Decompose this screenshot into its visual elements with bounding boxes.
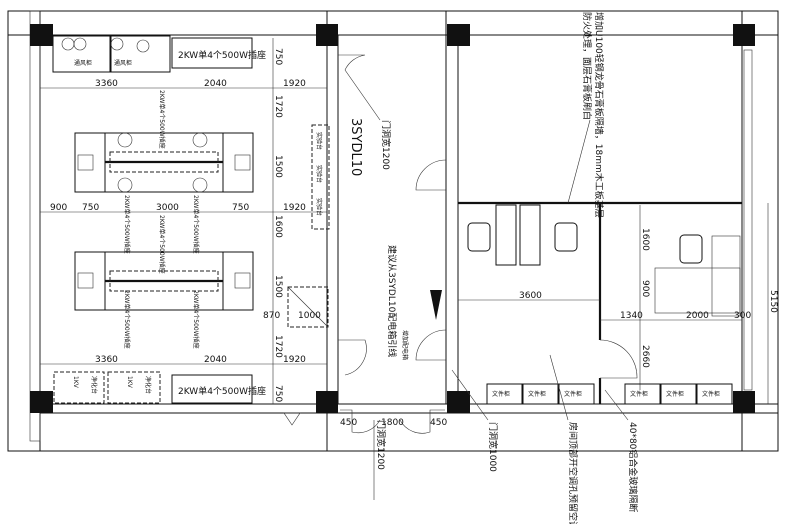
door-width-label: 门洞宽1200 (380, 120, 392, 170)
dim-label: 1920 (283, 203, 306, 213)
clean-benches: 净化台 净化台 1KV 1KV (53, 371, 161, 404)
dim-label: 750 (82, 203, 99, 213)
fume-hood-label: 通风柜 (74, 59, 92, 67)
clean-bench-power: 1KV (72, 376, 79, 389)
dim-label: 1720 (273, 95, 283, 118)
socket-label: 2KW单4个500W插座 (123, 290, 131, 349)
socket-label: 2KW单4个500W插座 (192, 290, 200, 349)
dim-label: 1500 (273, 275, 283, 298)
right-rooms (458, 201, 742, 404)
dim-label: 5150 (768, 290, 778, 313)
dim-label: 1920 (283, 79, 306, 89)
clean-bench-label: 净化台 (144, 376, 152, 394)
dim-label: 1720 (273, 335, 283, 358)
socket-label: 2KW单4个500W插座 (178, 49, 266, 61)
dim-label: 450 (430, 418, 447, 428)
panel-note: 建议从3SYDL10配电箱引线 (386, 245, 398, 357)
lab-bench-label: 实验台 (315, 198, 323, 216)
dim-label: 750 (232, 203, 249, 213)
socket-label: 2KW单4个500W插座 (158, 215, 166, 274)
dim-label: 900 (50, 203, 67, 213)
wall-note: 增加U100轻钢龙骨石膏板隔墙，18mm木工板基层 (593, 12, 605, 218)
dim-label: 1500 (273, 155, 283, 178)
wall-note: 防火处理，面层石膏板刷白 (581, 12, 593, 120)
lab-bench-label: 实验台 (315, 165, 323, 183)
door-width-label: 门洞宽1000 (487, 422, 499, 472)
dim-label: 3360 (95, 79, 118, 89)
dim-label: 450 (340, 418, 357, 428)
dim-label: 300 (734, 311, 751, 321)
clean-bench-label: 净化台 (90, 376, 98, 394)
panel-code-label: 3SYDL10 (348, 118, 363, 176)
cabinet-label: 文件柜 (702, 390, 720, 398)
panel-add-note: 增加配电箱 (401, 330, 409, 360)
dim-label: 2040 (204, 79, 227, 89)
socket-box-bottom (171, 374, 253, 404)
corridor (338, 54, 447, 434)
cabinet-label: 文件柜 (666, 390, 684, 398)
dim-label: 1340 (620, 311, 643, 321)
socket-label: 2KW单4个500W插座 (192, 195, 200, 254)
dim-label: 3360 (95, 355, 118, 365)
marker-triangle (283, 412, 301, 426)
ac-note: 房间顶部开空调孔预留空调2台 (567, 422, 579, 524)
dimensions-left: 3360 2040 1920 900 750 3000 750 1920 336… (40, 38, 327, 404)
dim-label: 2000 (686, 311, 709, 321)
lab-bench-label: 实验台 (315, 132, 323, 150)
dim-label: 2660 (640, 345, 650, 368)
lab-bench-2 (74, 251, 254, 311)
cabinet-label: 文件柜 (564, 390, 582, 398)
socket-label: 2KW单4个500W插座 (158, 90, 166, 149)
file-cabinets: 文件柜 文件柜 文件柜 文件柜 文件柜 文件柜 (486, 383, 733, 405)
cabinet-label: 文件柜 (528, 390, 546, 398)
dim-label: 750 (273, 385, 283, 402)
dim-label: 870 (263, 311, 280, 321)
fume-hood-label: 通风柜 (114, 59, 132, 67)
dim-label: 1600 (273, 215, 283, 238)
dim-label: 900 (640, 280, 650, 297)
dim-label: 1000 (298, 311, 321, 321)
socket-box-top (171, 37, 253, 69)
lab-bench-1 (74, 132, 254, 193)
dim-label: 3000 (156, 203, 179, 213)
dim-label: 1920 (283, 355, 306, 365)
fume-hoods: 通风柜 通风柜 (52, 35, 171, 73)
socket-label: 2KW单4个500W插座 (178, 385, 266, 397)
cabinet-label: 文件柜 (492, 390, 510, 398)
equipment-box (287, 286, 329, 328)
wall-lab-benches (311, 124, 330, 230)
structural-columns (30, 24, 755, 413)
dim-label: 2040 (204, 355, 227, 365)
dim-label: 1600 (640, 228, 650, 251)
clean-bench-power: 1KV (126, 376, 133, 389)
cabinet-label: 文件柜 (630, 390, 648, 398)
partition-note: 40*80铝合金玻璃隔断 (627, 422, 639, 512)
dim-label: 750 (273, 48, 283, 65)
door-width-label: 门洞宽1200 (375, 420, 387, 470)
dim-label: 3600 (519, 291, 542, 301)
dim-label: 1800 (381, 418, 404, 428)
socket-label: 2KW单4个500W插座 (123, 195, 131, 254)
